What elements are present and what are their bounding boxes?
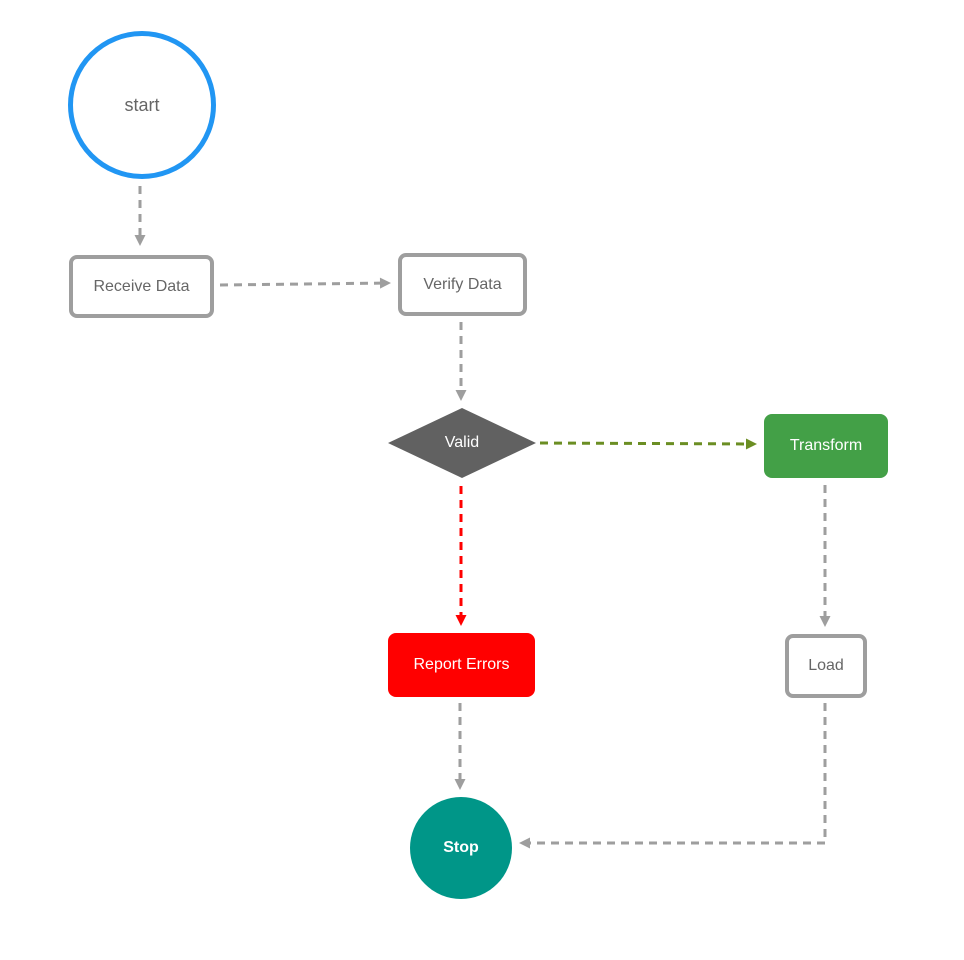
edge-line bbox=[530, 703, 827, 845]
arrowhead-icon bbox=[819, 616, 831, 627]
edge-report-to-stop bbox=[454, 703, 466, 790]
load-label: Load bbox=[808, 657, 844, 674]
report-errors-node[interactable]: Report Errors bbox=[388, 633, 535, 697]
receive-data-label: Receive Data bbox=[93, 277, 190, 295]
arrowhead-icon bbox=[379, 277, 391, 289]
receive-data-node[interactable]: Receive Data bbox=[69, 255, 214, 318]
transform-node[interactable]: Transform bbox=[764, 414, 888, 478]
edge-receive-to-verify bbox=[219, 277, 391, 289]
stop-label: Stop bbox=[443, 839, 479, 856]
arrowhead-icon bbox=[745, 438, 757, 450]
load-node[interactable]: Load bbox=[785, 634, 867, 698]
edge-line bbox=[219, 281, 381, 287]
arrowhead-icon bbox=[455, 390, 467, 401]
arrowhead-icon bbox=[519, 837, 530, 849]
arrowhead-icon bbox=[455, 615, 467, 626]
verify-data-node[interactable]: Verify Data bbox=[398, 253, 527, 316]
arrowhead-icon bbox=[134, 235, 146, 246]
edge-transform-to-load bbox=[819, 485, 831, 627]
edge-line bbox=[539, 441, 747, 446]
edge-valid-to-report bbox=[455, 486, 467, 626]
edge-start-to-receive bbox=[134, 186, 146, 246]
valid-decision-node[interactable]: Valid bbox=[388, 408, 536, 478]
report-errors-label: Report Errors bbox=[413, 656, 510, 673]
arrowhead-icon bbox=[454, 779, 466, 790]
edge-load-to-stop bbox=[519, 703, 827, 849]
diamond-shape bbox=[388, 408, 536, 478]
edge-verify-to-valid bbox=[455, 322, 467, 401]
valid-label: Valid bbox=[444, 434, 480, 451]
stop-node[interactable]: Stop bbox=[410, 797, 512, 899]
edge-valid-to-transform bbox=[539, 438, 757, 450]
verify-data-label: Verify Data bbox=[423, 275, 502, 293]
transform-label: Transform bbox=[789, 437, 863, 454]
start-label: start bbox=[124, 94, 160, 115]
start-node[interactable]: start bbox=[68, 31, 216, 179]
